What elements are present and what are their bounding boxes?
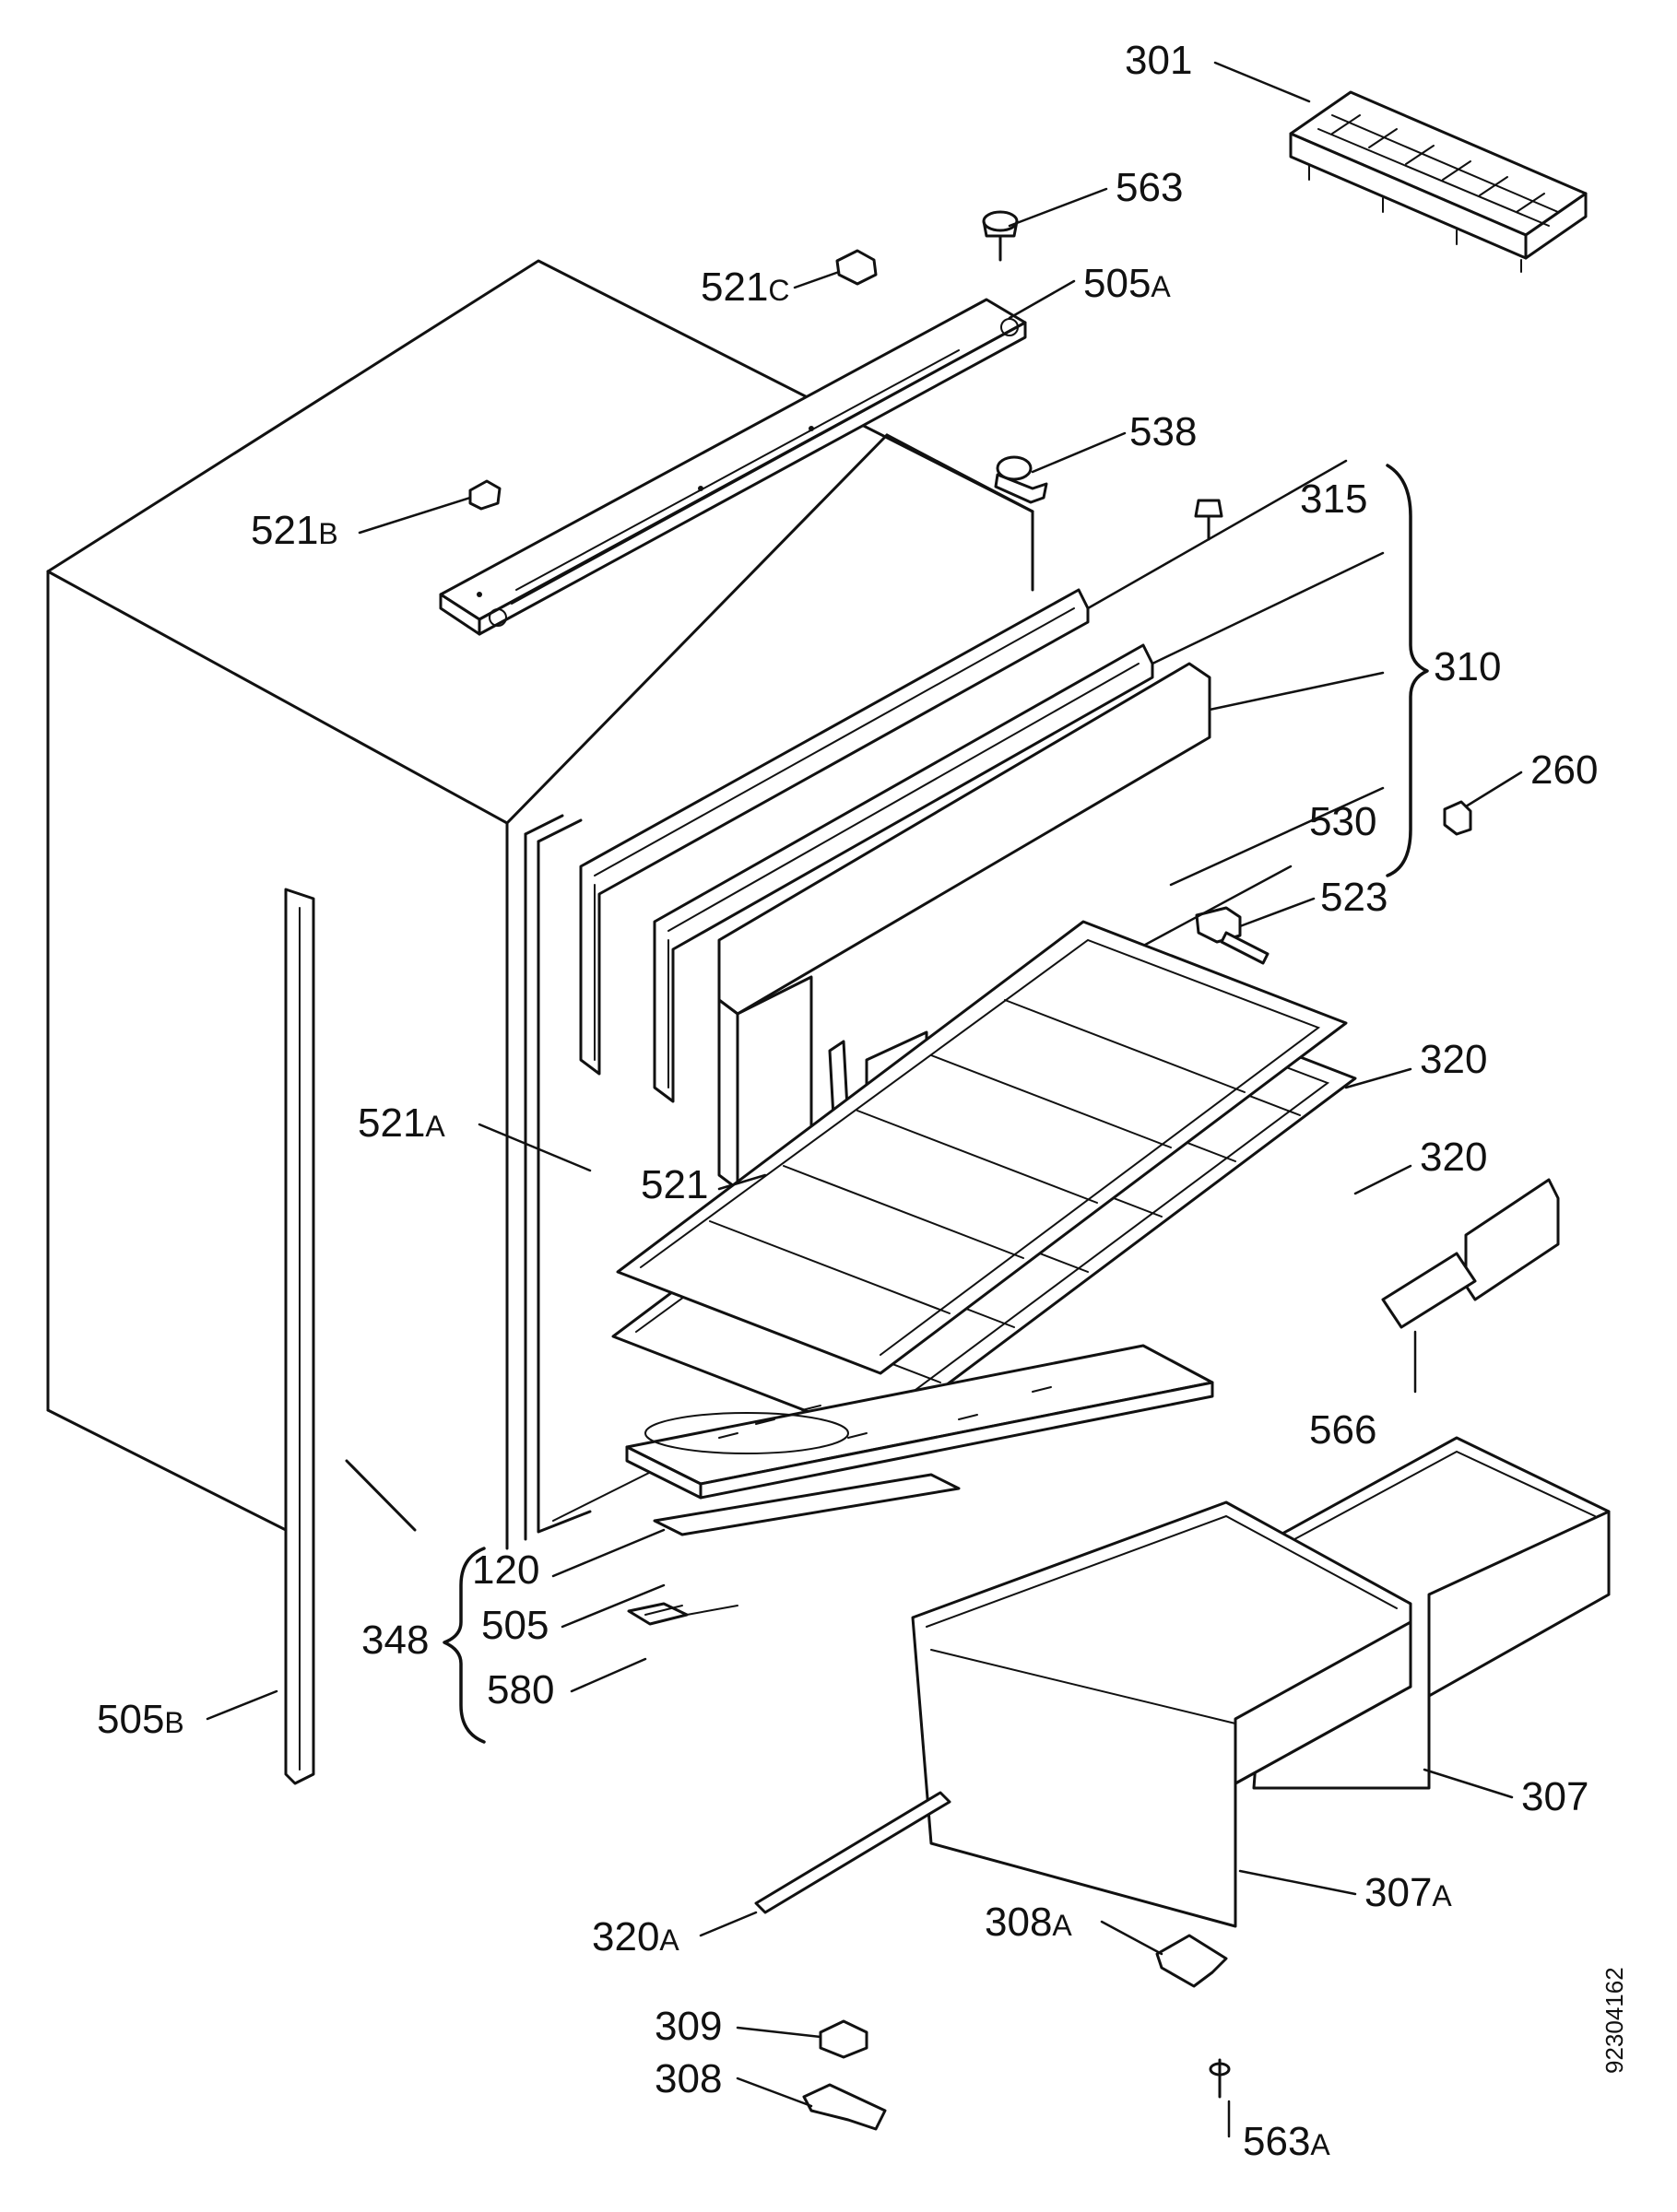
label-580: 580 [487,1668,554,1712]
crisper-drawers [911,1436,1611,1928]
label-suffix: B [318,517,338,550]
label-538: 538 [1129,410,1197,454]
label-320-lower: 320 [1420,1135,1487,1180]
label-code: 309 [655,2004,723,2049]
label-521: 521 [641,1163,708,1207]
label-308: 308 [655,2057,722,2101]
label-code: 120 [472,1547,540,1593]
label-code: 320 [592,1914,660,1959]
cabinet-body [46,259,1034,1550]
label-505a: 505A [1083,262,1171,309]
side-gasket-strip [284,888,315,1785]
label-suffix: A [1052,1909,1072,1942]
label-309: 309 [655,2005,722,2049]
label-code: 563 [1243,2119,1311,2164]
label-code: 348 [361,1618,430,1663]
label-348: 348 [361,1618,429,1663]
label-code: 580 [487,1667,555,1712]
label-code: 563 [1116,165,1184,210]
label-320-upper: 320 [1420,1038,1487,1082]
label-code: 523 [1320,875,1388,920]
small-parts-bottom [754,1791,1231,2131]
label-521a: 521A [358,1101,445,1148]
brace-348 [443,1547,486,1744]
ice-tray [1289,90,1588,273]
label-code: 307 [1364,1870,1433,1915]
label-code: 521 [251,508,319,553]
label-code: 505 [1083,261,1151,306]
label-530: 530 [1309,800,1376,844]
label-320a: 320A [592,1915,679,1962]
label-308a: 308A [985,1900,1072,1947]
label-307: 307 [1521,1775,1588,1819]
label-suffix: C [768,274,790,307]
label-code: 260 [1530,747,1599,793]
label-code: 308 [655,2056,723,2101]
label-521c: 521C [701,265,790,312]
label-suffix: A [425,1110,445,1143]
label-505b: 505B [97,1698,184,1745]
label-suffix: A [1151,270,1171,303]
label-code: 315 [1300,477,1368,522]
drawing-number: 92304162 [1600,1967,1628,2074]
label-521b: 521B [251,509,338,556]
label-suffix: B [164,1706,184,1739]
label-suffix: A [1310,2128,1330,2161]
label-suffix: A [1432,1879,1452,1912]
wire-shelves [611,920,1412,1440]
label-code: 320 [1420,1037,1488,1082]
label-563: 563 [1116,166,1183,210]
label-code: 320 [1420,1135,1488,1180]
label-code: 530 [1309,799,1377,844]
label-566: 566 [1309,1408,1376,1453]
label-301: 301 [1125,39,1192,83]
label-code: 505 [481,1603,549,1648]
label-code: 505 [97,1697,165,1742]
label-120: 120 [472,1548,539,1593]
label-310: 310 [1434,645,1501,689]
label-code: 521 [701,265,769,310]
small-parts-top [468,210,1472,965]
label-leaders [206,61,1523,2138]
glass-shelf [625,1344,1214,1626]
label-code: 566 [1309,1407,1377,1453]
label-code: 521 [358,1100,426,1146]
label-code: 301 [1125,38,1193,83]
label-suffix: A [659,1924,679,1957]
top-strip [439,298,1027,636]
label-260: 260 [1530,748,1598,793]
label-505: 505 [481,1604,549,1648]
label-523: 523 [1320,876,1388,920]
label-code: 538 [1129,409,1198,454]
label-code: 310 [1434,644,1502,689]
handle [1381,1178,1560,1329]
label-563a: 563A [1243,2120,1330,2167]
door-frames [579,459,1429,1191]
label-307a: 307A [1364,1871,1452,1918]
label-315: 315 [1300,477,1367,522]
label-code: 308 [985,1900,1053,1945]
label-code: 521 [641,1162,709,1207]
label-code: 307 [1521,1774,1589,1819]
